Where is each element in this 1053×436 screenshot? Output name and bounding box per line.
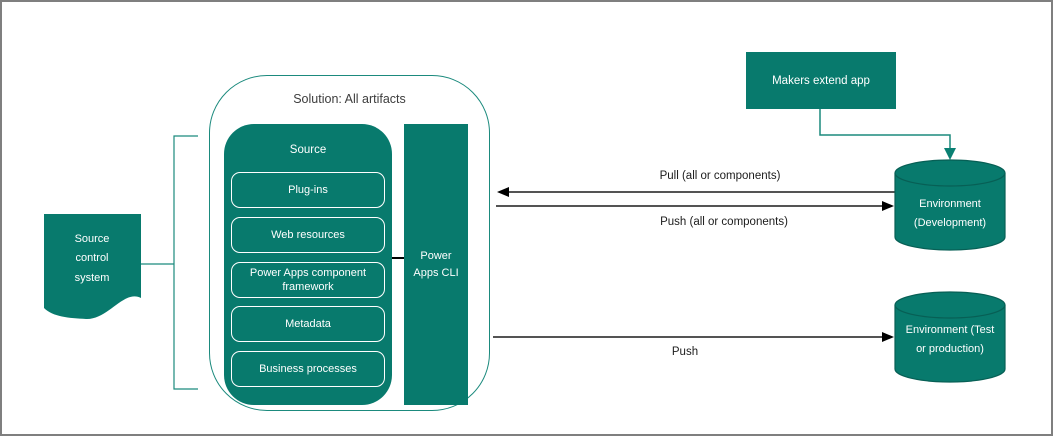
source-item-plugins: Plug-ins bbox=[231, 172, 385, 208]
source-group-label: Source bbox=[289, 144, 327, 156]
source-control-document-shape bbox=[44, 214, 141, 320]
source-item-component-framework: Power Apps component framework bbox=[231, 262, 385, 298]
solution-container bbox=[209, 75, 490, 411]
power-apps-cli-box: Power Apps CLI bbox=[404, 124, 468, 405]
power-apps-cli-label: Power Apps CLI bbox=[413, 250, 459, 279]
makers-extend-app-box: Makers extend app bbox=[746, 52, 896, 109]
push-bottom-arrow bbox=[493, 332, 894, 342]
solution-bracket bbox=[173, 135, 198, 390]
source-item-metadata: Metadata bbox=[231, 306, 385, 342]
source-item-business-processes: Business processes bbox=[231, 351, 385, 387]
makers-extend-app-label: Makers extend app bbox=[772, 74, 870, 87]
environment-development-label: Environment (Development) bbox=[913, 197, 987, 229]
pull-arrow-label: Pull (all or components) bbox=[659, 170, 781, 182]
environment-development-cylinder bbox=[894, 159, 1006, 251]
solution-title: Solution: All artifacts bbox=[293, 92, 406, 106]
source-control-label: Source control system bbox=[74, 233, 110, 284]
environment-test-cylinder bbox=[894, 291, 1006, 383]
pull-arrow bbox=[497, 187, 895, 197]
source-item-web-resources: Web resources bbox=[231, 217, 385, 253]
push-bottom-arrow-label: Push bbox=[671, 346, 699, 358]
environment-test-label: Environment (Test or production) bbox=[905, 323, 995, 355]
makers-connector bbox=[819, 109, 956, 160]
push-top-arrow-label: Push (all or components) bbox=[660, 216, 788, 228]
source-group bbox=[224, 124, 392, 405]
push-top-arrow bbox=[496, 201, 894, 211]
